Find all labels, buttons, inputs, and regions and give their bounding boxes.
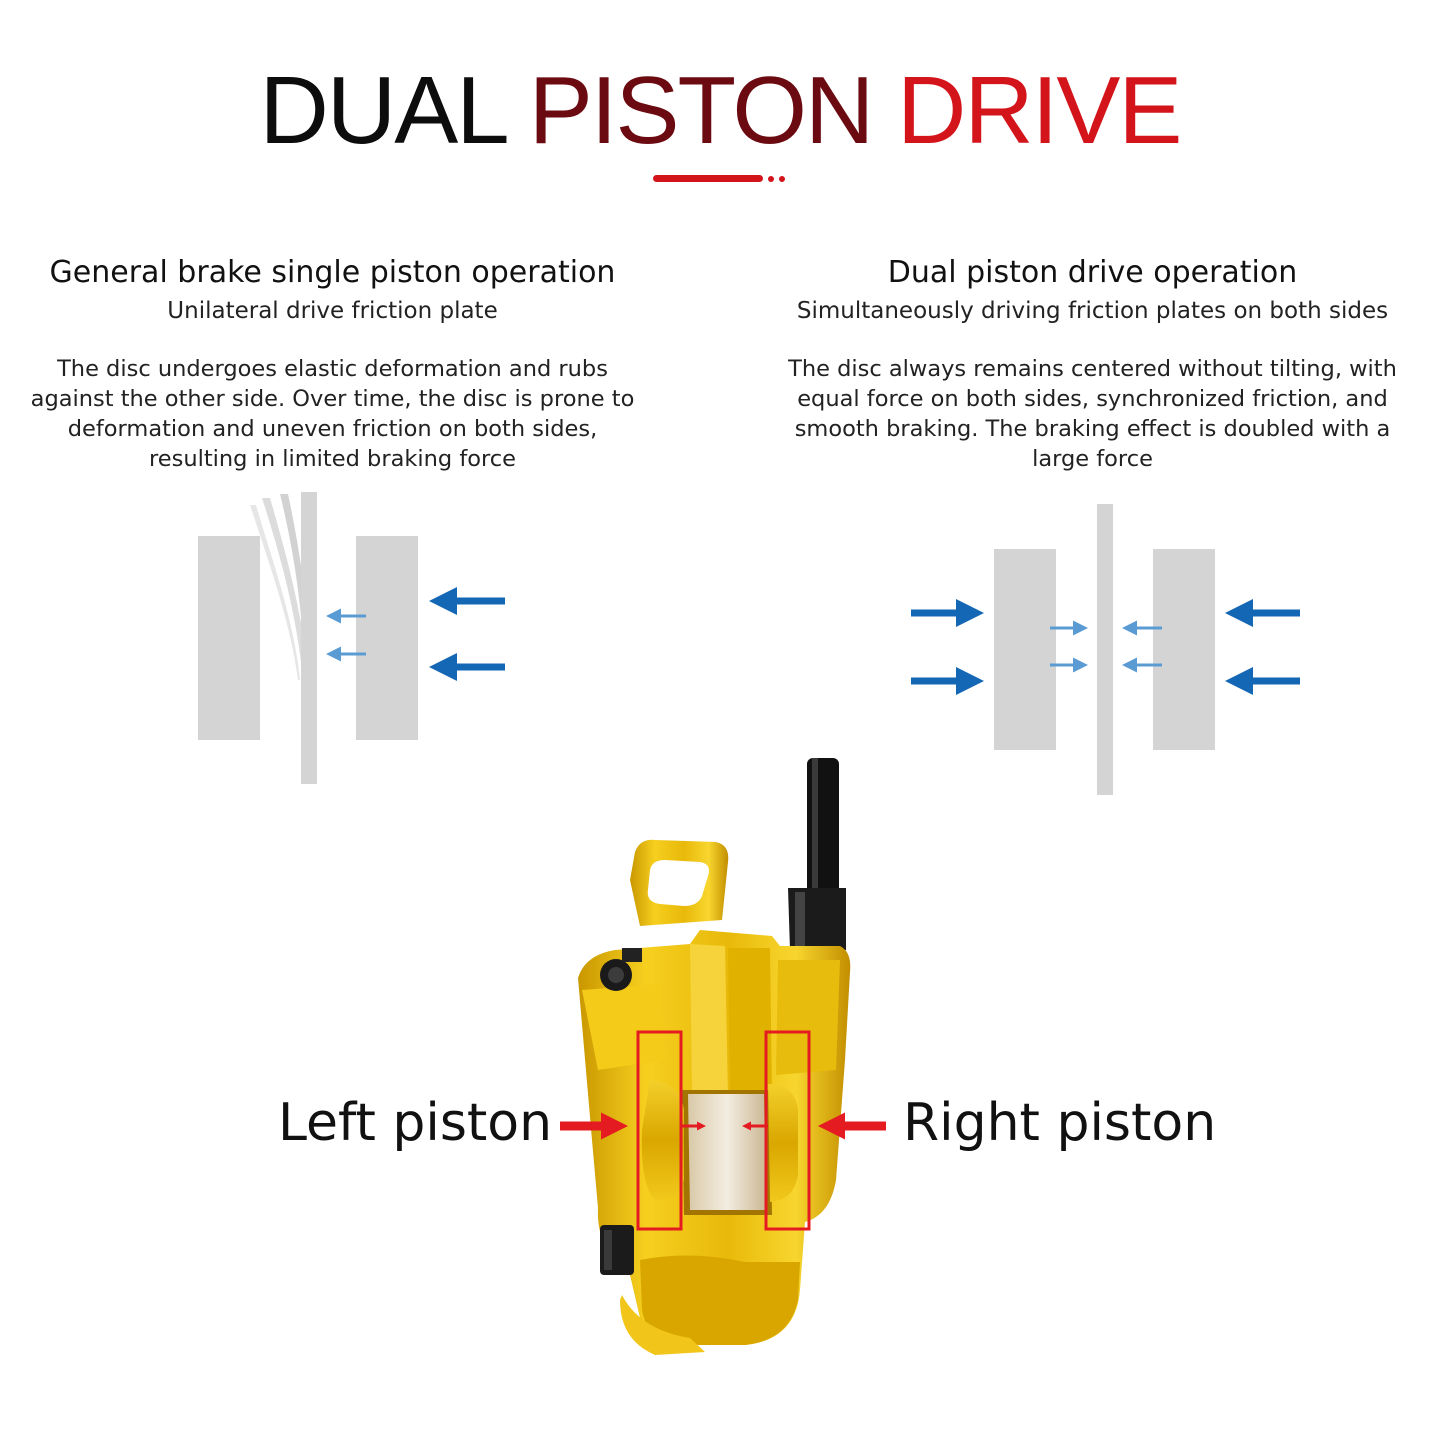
title-dot	[768, 176, 774, 182]
dual-piston-diagram	[911, 504, 1300, 795]
right-piston-label: Right piston	[903, 1093, 1217, 1153]
brake-pad-right	[356, 536, 418, 740]
dual-piston-description: The disc always remains centered without…	[788, 356, 1397, 472]
left-piston-highlight	[636, 1030, 683, 1231]
right-piston-highlight	[764, 1030, 811, 1231]
single-piston-description: The disc undergoes elastic deformation a…	[30, 356, 635, 472]
brake-hose	[807, 758, 839, 898]
title-word-piston: PISTON	[528, 57, 875, 164]
dual-piston-subheading: Simultaneously driving friction plates o…	[796, 298, 1389, 324]
right-piston	[768, 1084, 798, 1202]
single-piston-heading: General brake single piston operation	[49, 255, 616, 290]
page-title: DUAL PISTON DRIVE	[0, 56, 1440, 166]
caliper-illustration	[560, 758, 886, 1355]
left-piston-label: Left piston	[278, 1093, 553, 1153]
dual-piston-heading: Dual piston drive operation	[887, 255, 1298, 290]
title-word-drive: DRIVE	[897, 57, 1182, 164]
mounting-hole	[647, 860, 709, 906]
brake-pads-window	[688, 1094, 766, 1210]
brake-pad-left	[994, 549, 1056, 750]
single-piston-subheading: Unilateral drive friction plate	[167, 298, 498, 324]
brake-pad-left	[198, 536, 260, 740]
brake-pad-right	[1153, 549, 1215, 750]
brake-disc	[301, 492, 317, 784]
title-underline	[653, 175, 763, 182]
single-piston-diagram	[198, 492, 505, 784]
left-piston	[641, 1080, 684, 1200]
title-word-dual: DUAL	[259, 57, 507, 164]
brake-disc	[1097, 504, 1113, 795]
title-dot	[779, 176, 785, 182]
